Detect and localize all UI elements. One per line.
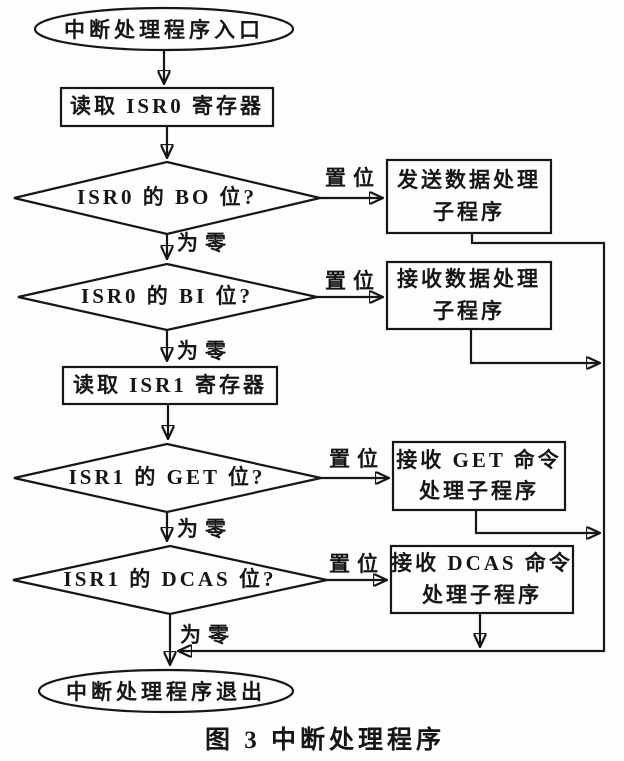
edge-label-set-dcas: 置位 [329, 552, 385, 576]
end-ellipse [37, 668, 295, 714]
decision-bo-label: ISR0 的 BO 位? [76, 185, 258, 210]
read-isr1-label: 读取 ISR1 寄存器 [72, 372, 268, 397]
end-label: 中断处理程序退出 [66, 680, 266, 704]
read-isr1-box [61, 365, 279, 406]
sub-send-data-label: 发送数据处理 子程序 [397, 168, 541, 224]
sub-recv-get-box [391, 440, 567, 512]
edge-label-set-bo: 置位 [325, 166, 381, 190]
edge-label-zero-dcas: 为零 [180, 623, 236, 647]
sub-recv-data-label: 接收数据处理 子程序 [397, 267, 541, 323]
edge-return-trunk [179, 233, 606, 651]
edge-sub-recv-return [469, 329, 599, 363]
decision-bi-label: ISR0 的 BI 位? [81, 284, 253, 309]
sub-recv-dcas-box [389, 544, 575, 615]
sub-recv-dcas-label: 接收 DCAS 命令 处理子程序 [391, 551, 573, 607]
edge-sub-get-return [474, 510, 599, 533]
sub-recv-get-label: 接收 GET 命令 处理子程序 [396, 447, 562, 504]
figure-caption: 图 3 中断处理程序 [204, 727, 445, 754]
decision-get-label: ISR1 的 GET 位? [68, 465, 266, 490]
edge-label-zero-bi: 为零 [177, 339, 233, 363]
sub-send-data-box [385, 158, 553, 235]
start-ellipse [33, 6, 295, 52]
edge-label-set-get: 置位 [329, 447, 385, 471]
edge-label-zero-bo: 为零 [177, 231, 233, 255]
edge-label-zero-get: 为零 [177, 517, 233, 541]
read-isr0-label: 读取 ISR0 寄存器 [69, 94, 265, 119]
start-label: 中断处理程序入口 [64, 18, 264, 42]
edge-label-set-bi: 置位 [325, 269, 381, 293]
sub-recv-data-box [385, 260, 553, 331]
decision-dcas-label: ISR1 的 DCAS 位? [63, 567, 277, 592]
